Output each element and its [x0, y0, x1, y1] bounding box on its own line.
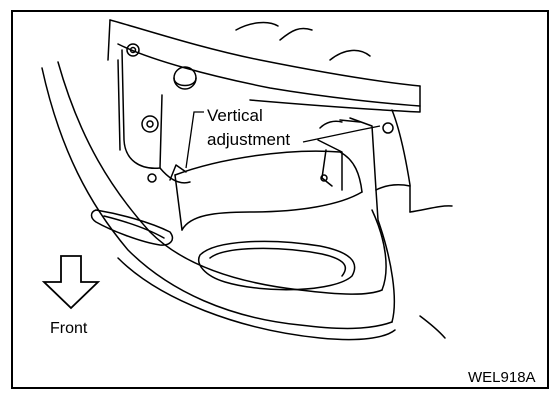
bumper-inner-edge: [57, 61, 383, 295]
figure-code: WEL918A: [468, 369, 536, 386]
leader-right: [302, 125, 381, 143]
bracket-bolt: [141, 115, 159, 133]
right-screw: [320, 174, 328, 182]
bumper-lower-lip: [117, 257, 396, 341]
fog-lamp-opening: [198, 240, 356, 291]
lower-screw: [147, 173, 157, 183]
upper-trim-panel: [109, 19, 421, 87]
callout-leaders: [185, 111, 381, 169]
upper-bolt: [126, 43, 140, 57]
callout-label-line1: Vertical: [207, 106, 263, 125]
front-arrow-icon: [41, 255, 101, 310]
mounting-bracket: [121, 49, 163, 169]
bumper-outer-edge: [41, 67, 393, 330]
leader-left: [185, 111, 204, 169]
lamp-housing: [174, 150, 363, 193]
front-label: Front: [50, 320, 88, 337]
side-slot: [90, 209, 174, 246]
side-bolt: [382, 122, 394, 134]
bumper-assembly: [41, 19, 453, 341]
figure-border: [11, 10, 549, 389]
callout-label-line2: adjustment: [207, 130, 290, 149]
